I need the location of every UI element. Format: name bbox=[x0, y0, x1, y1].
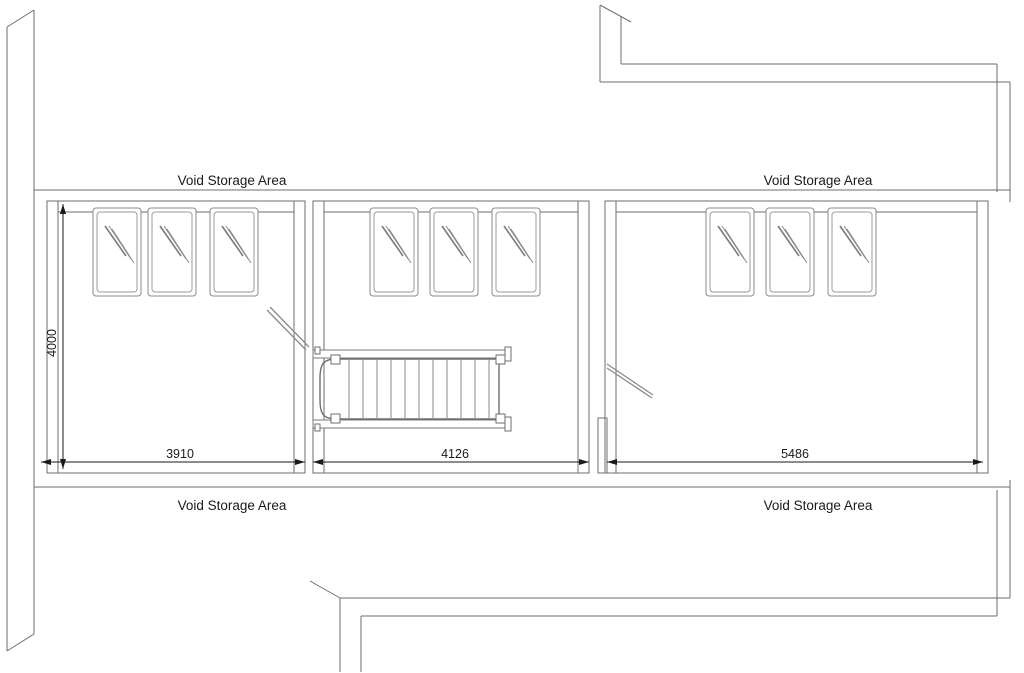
dimension-horizontal-5486: 5486 bbox=[607, 447, 983, 465]
storage-unit[interactable] bbox=[209, 207, 259, 297]
storage-unit[interactable] bbox=[147, 207, 197, 297]
bottom-right-exterior-wall bbox=[309, 480, 1011, 672]
label-void-storage-top-left: Void Storage Area bbox=[178, 173, 287, 188]
left-exterior-wall bbox=[6, 9, 35, 652]
storage-bays bbox=[46, 200, 989, 474]
top-right-exterior-wall bbox=[599, 4, 1011, 202]
surrounding-walls bbox=[6, 4, 1011, 672]
label-void-storage-bottom-left: Void Storage Area bbox=[178, 498, 287, 513]
doors bbox=[266, 306, 654, 399]
storage-unit[interactable] bbox=[429, 207, 479, 297]
storage-unit[interactable] bbox=[705, 207, 755, 297]
area-labels: Void Storage Area Void Storage Area Void… bbox=[178, 173, 873, 513]
dimensions: 4000 3910 4126 5486 bbox=[41, 204, 983, 469]
storage-unit[interactable] bbox=[491, 207, 541, 297]
stair-treads bbox=[348, 359, 490, 419]
dimension-label-3910: 3910 bbox=[166, 447, 194, 461]
stair-run[interactable] bbox=[312, 346, 512, 432]
dimension-vertical-4000: 4000 bbox=[45, 204, 66, 469]
dimension-label-4126: 4126 bbox=[441, 447, 469, 461]
storage-unit[interactable] bbox=[827, 207, 877, 297]
dimension-horizontal-3910: 3910 bbox=[41, 447, 305, 465]
door-left-partition[interactable] bbox=[266, 306, 310, 351]
partition-stub bbox=[597, 417, 608, 474]
door-right-partition[interactable] bbox=[606, 363, 654, 399]
dimension-label-4000: 4000 bbox=[45, 329, 59, 357]
label-void-storage-top-right: Void Storage Area bbox=[764, 173, 873, 188]
label-void-storage-bottom-right: Void Storage Area bbox=[764, 498, 873, 513]
storage-unit[interactable] bbox=[92, 207, 142, 297]
storage-unit[interactable] bbox=[765, 207, 815, 297]
dimension-label-5486: 5486 bbox=[781, 447, 809, 461]
storage-unit[interactable] bbox=[369, 207, 419, 297]
storage-units bbox=[92, 207, 877, 297]
dimension-horizontal-4126: 4126 bbox=[313, 447, 589, 465]
